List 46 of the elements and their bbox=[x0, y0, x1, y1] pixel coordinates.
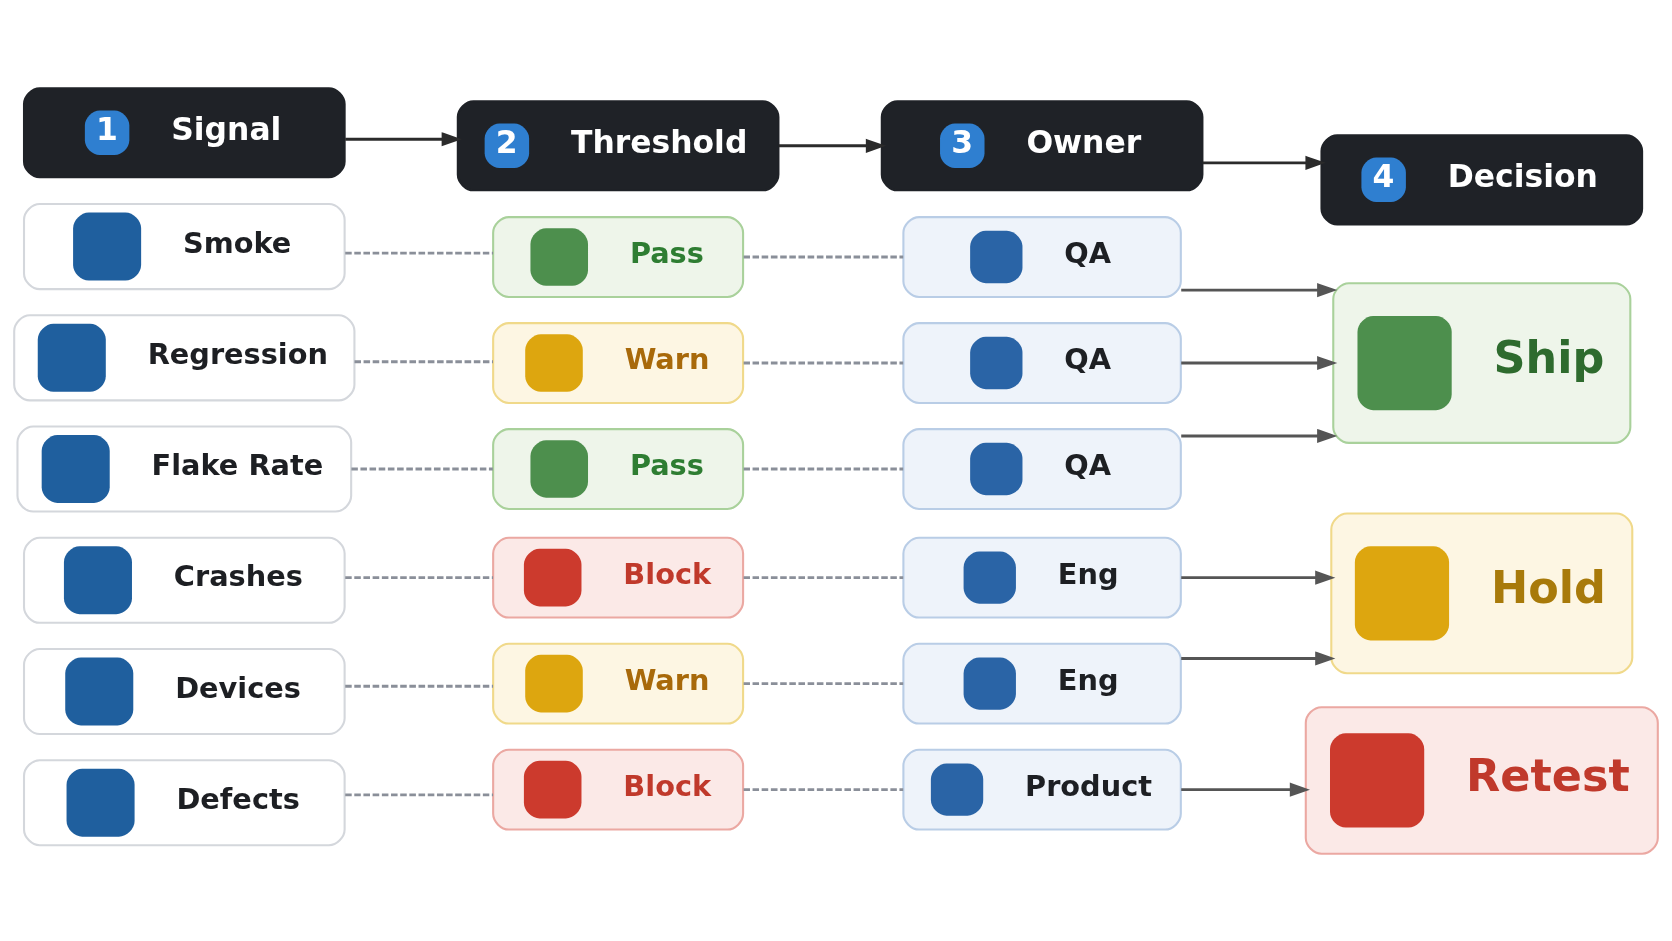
connector bbox=[743, 681, 904, 685]
node-box: Crashes bbox=[22, 536, 346, 624]
arrow bbox=[1181, 650, 1336, 666]
node-box: Flake Rate bbox=[16, 424, 353, 513]
node-box: 4 Decision bbox=[1320, 133, 1644, 225]
connector bbox=[743, 575, 904, 579]
node-box: Ship bbox=[1332, 281, 1632, 444]
node-box: Retest bbox=[1304, 705, 1659, 855]
node-box: Pass bbox=[492, 427, 745, 510]
arrow bbox=[1181, 355, 1338, 370]
node-box: Eng bbox=[902, 642, 1182, 725]
arrow bbox=[1202, 155, 1326, 170]
node-box: 1 Signal bbox=[22, 86, 346, 178]
arrow bbox=[1181, 282, 1338, 297]
connector bbox=[743, 787, 904, 791]
connector bbox=[345, 792, 494, 796]
node-box: Regression bbox=[13, 313, 356, 401]
connector bbox=[743, 361, 904, 364]
connector bbox=[743, 255, 904, 258]
node-box: Warn bbox=[492, 642, 745, 725]
node-box: QA bbox=[902, 321, 1182, 404]
node-box: Block bbox=[492, 536, 745, 619]
node-box: Warn bbox=[492, 321, 745, 404]
node-box: Block bbox=[492, 748, 745, 831]
node-box: Product bbox=[902, 748, 1182, 831]
arrow bbox=[1181, 570, 1336, 585]
connector bbox=[345, 251, 494, 255]
node-box: Hold bbox=[1330, 512, 1634, 674]
arrow bbox=[1181, 428, 1338, 443]
arrow bbox=[345, 131, 462, 146]
node-box: QA bbox=[902, 427, 1182, 510]
arrow bbox=[1181, 782, 1310, 797]
node-box: Pass bbox=[492, 215, 745, 298]
node-box: 3 Owner bbox=[880, 99, 1204, 191]
arrow bbox=[779, 138, 887, 153]
connector bbox=[345, 575, 494, 579]
node-box: QA bbox=[902, 215, 1182, 298]
node-box: Devices bbox=[22, 647, 346, 735]
node-box: Defects bbox=[22, 758, 346, 846]
connector bbox=[351, 467, 493, 470]
node-box: Eng bbox=[902, 536, 1182, 619]
node-box: 2 Threshold bbox=[456, 99, 780, 191]
connector bbox=[354, 359, 493, 363]
node-box: Smoke bbox=[22, 202, 346, 290]
connector bbox=[345, 684, 494, 688]
connector bbox=[743, 467, 904, 470]
